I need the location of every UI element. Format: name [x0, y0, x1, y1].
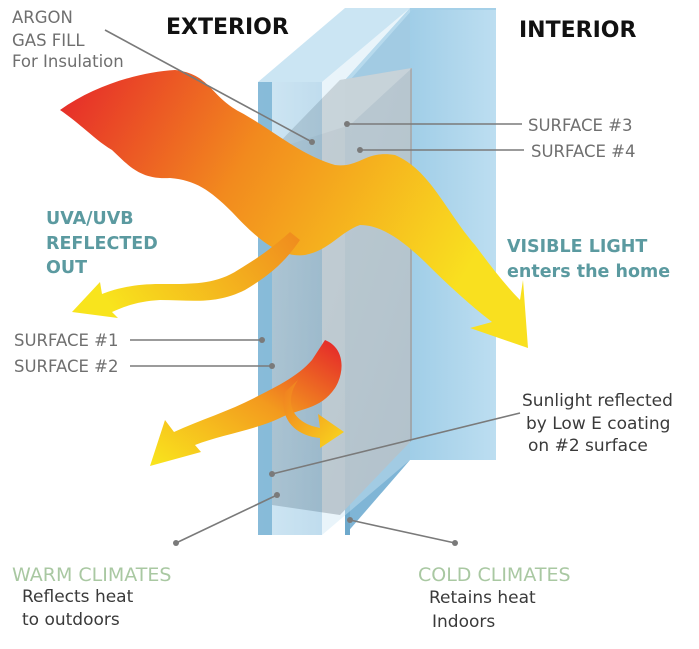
visible-light-label-line2: enters the home — [507, 262, 670, 282]
cold-climates-title: COLD CLIMATES — [418, 564, 571, 586]
lowe-label-line2: by Low E coating — [526, 414, 670, 434]
exterior-heading: EXTERIOR — [166, 15, 289, 40]
cold-climates-line2: Indoors — [432, 612, 495, 632]
warm-climates-line2: to outdoors — [22, 610, 120, 630]
curl-arrow — [283, 380, 344, 448]
uv-label-line3: OUT — [46, 258, 87, 278]
surface-4-label: SURFACE #4 — [531, 142, 636, 161]
lowe-label-line3: on #2 surface — [528, 436, 648, 456]
argon-label-line1: ARGON — [12, 8, 73, 27]
interior-heading: INTERIOR — [519, 18, 636, 43]
argon-label-line3: For Insulation — [12, 52, 124, 71]
visible-light-label-line1: VISIBLE LIGHT — [507, 237, 647, 257]
lowe-label-line1: Sunlight reflected — [522, 391, 673, 411]
cold-climates-line1: Retains heat — [429, 588, 536, 608]
uv-label-line1: UVA/UVB — [46, 209, 134, 229]
sunlight-arrow — [60, 70, 528, 348]
surface-2-label: SURFACE #2 — [14, 357, 119, 376]
uv-label-line2: REFLECTED — [46, 234, 158, 254]
heat-reflected-arrow — [150, 340, 342, 466]
uv-reflected-arrow — [72, 232, 300, 318]
warm-climates-line1: Reflects heat — [22, 587, 134, 607]
warm-climates-title: WARM CLIMATES — [12, 564, 171, 586]
exterior-glass-pane — [258, 8, 410, 535]
surface-1-label: SURFACE #1 — [14, 331, 119, 350]
leader-lines — [104, 29, 524, 546]
surface-3-label: SURFACE #3 — [528, 116, 633, 135]
argon-label-line2: GAS FILL — [12, 31, 85, 50]
